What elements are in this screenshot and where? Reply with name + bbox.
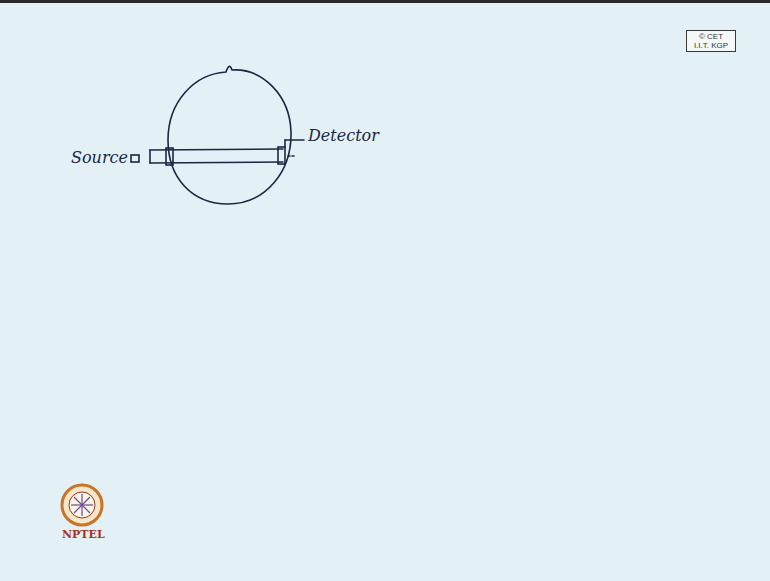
detector-leader (284, 140, 286, 147)
source-block (166, 148, 173, 165)
source-symbol (131, 155, 139, 162)
detector-label: Detector (308, 126, 379, 145)
detector-leader (285, 139, 304, 141)
detector-mark (288, 155, 296, 157)
detector-block (278, 147, 285, 164)
copyright-text: © CET I.I.T. KGP (691, 32, 731, 50)
beam-line (149, 150, 151, 163)
beam-line (150, 149, 283, 150)
beam-line (150, 162, 283, 163)
copyright-box: © CET I.I.T. KGP (686, 30, 736, 52)
source-label: Source (71, 148, 128, 167)
object-outline (168, 66, 291, 204)
frame-edge (0, 0, 770, 3)
nptel-logo (62, 485, 102, 525)
logo-text: NPTEL (62, 528, 105, 541)
